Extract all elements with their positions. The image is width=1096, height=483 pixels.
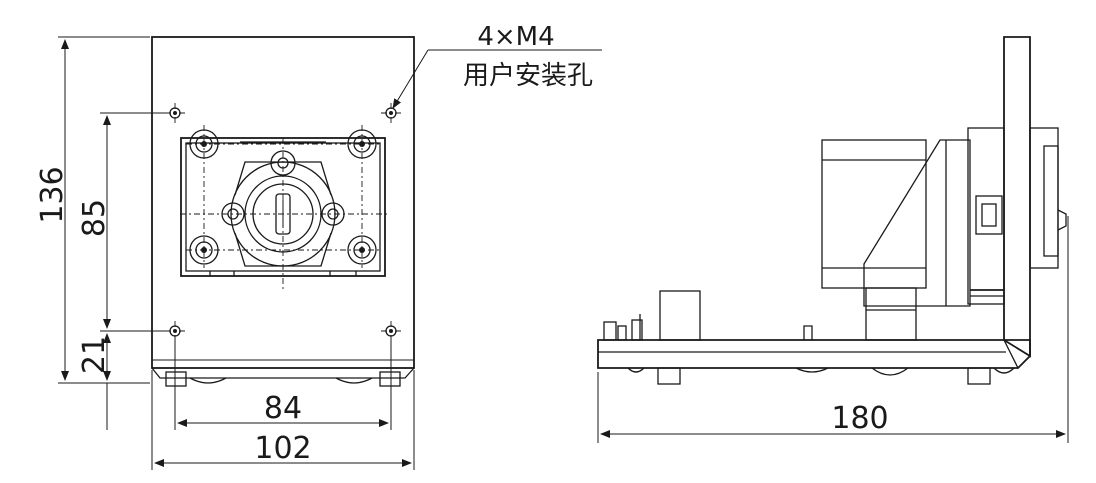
dim-side-length-label: 180 xyxy=(831,401,888,436)
side-vertical-plate xyxy=(1003,36,1031,358)
dim-hole-offset-bottom: 21 xyxy=(77,333,150,430)
dim-hole-spacing-horizontal: 84 xyxy=(174,336,392,430)
dim-hole-spacing-vertical-label: 85 xyxy=(77,199,112,237)
dim-hole-spacing-horizontal-label: 84 xyxy=(264,391,302,426)
side-base-plate xyxy=(597,339,1031,369)
callout-thread-label: 4×M4 xyxy=(477,22,554,52)
side-view: 180 xyxy=(597,36,1069,443)
dim-overall-width-label: 102 xyxy=(254,431,311,466)
front-body-outline xyxy=(151,36,415,369)
front-view: 4×M4 用户安装孔 136 85 21 8 xyxy=(35,22,602,470)
dim-side-length: 180 xyxy=(597,216,1069,443)
motor-body xyxy=(821,139,927,289)
angled-bracket xyxy=(863,139,971,307)
dim-overall-width: 102 xyxy=(151,370,415,470)
dim-hole-offset-bottom-label: 21 xyxy=(77,336,112,374)
callout-purpose-label: 用户安装孔 xyxy=(463,61,593,91)
mounting-hole-callout: 4×M4 用户安装孔 xyxy=(392,22,602,109)
dim-hole-spacing-vertical: 85 xyxy=(77,112,170,332)
pump-head-side xyxy=(967,127,1005,305)
dim-overall-height: 136 xyxy=(35,36,150,384)
dim-overall-height-label: 136 xyxy=(35,166,70,223)
